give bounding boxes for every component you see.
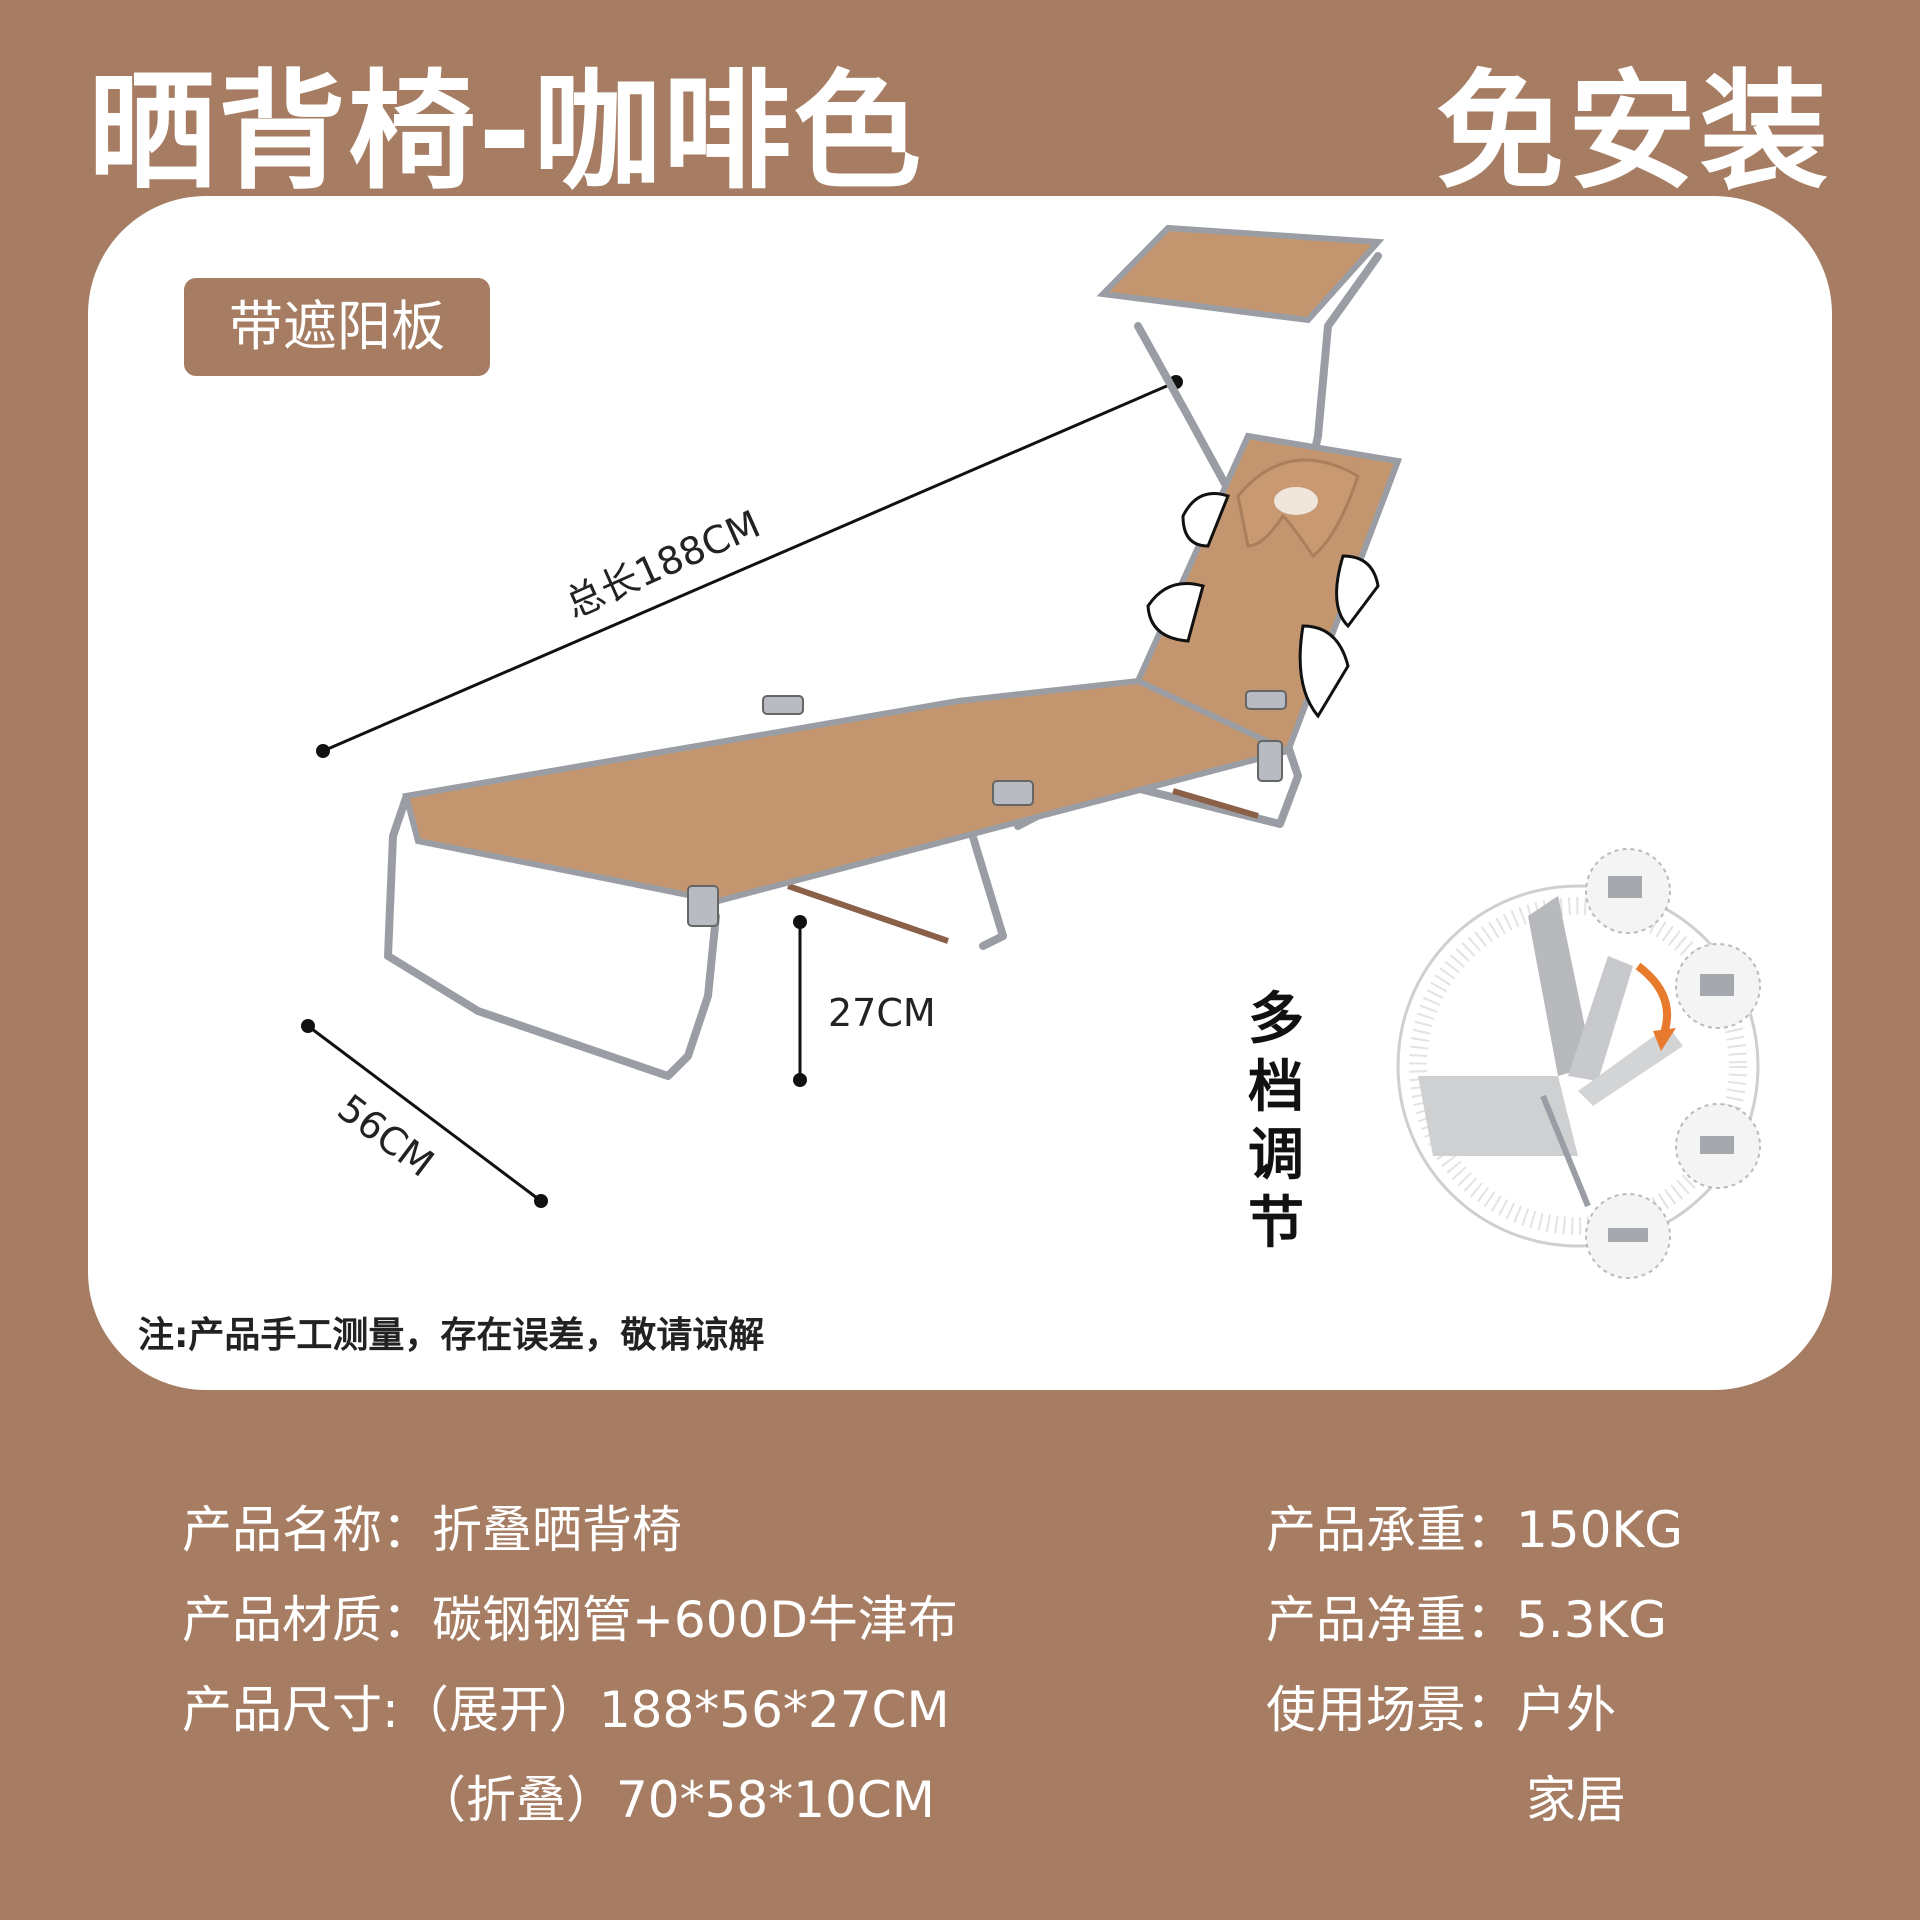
spec-load: 产品承重：150KG bbox=[1266, 1490, 1683, 1562]
spec-scene-home: 家居 bbox=[1526, 1760, 1626, 1832]
recline-diagram bbox=[1396, 848, 1761, 1279]
product-card: 带遮阳板 总长188CM 56CM 27CM bbox=[88, 196, 1832, 1390]
spec-label: 产品材质： bbox=[182, 1591, 432, 1649]
spec-value: 碳钢钢管+600D牛津布 bbox=[432, 1591, 958, 1649]
spec-value: （折叠）70*58*10CM bbox=[416, 1771, 935, 1829]
measurement-note: 注:产品手工测量，存在误差，敬请谅解 bbox=[138, 1315, 765, 1356]
chair-illustration: 总长188CM 56CM 27CM bbox=[301, 224, 1761, 1279]
spec-value: 户外 bbox=[1516, 1681, 1616, 1739]
spec-label: 使用场景： bbox=[1266, 1681, 1516, 1739]
spec-value: 5.3KG bbox=[1516, 1591, 1668, 1649]
sunshade-canopy bbox=[1096, 224, 1385, 324]
spec-material: 产品材质：碳钢钢管+600D牛津布 bbox=[182, 1580, 958, 1652]
spec-value: 折叠晒背椅 bbox=[432, 1501, 682, 1559]
spec-value: 家居 bbox=[1526, 1771, 1626, 1829]
width-label: 56CM bbox=[330, 1086, 442, 1186]
sunshade-tag: 带遮阳板 bbox=[184, 278, 490, 376]
spec-value: （展开）188*56*27CM bbox=[398, 1681, 950, 1739]
spec-size-folded: （折叠）70*58*10CM bbox=[416, 1760, 935, 1832]
spec-label: 产品净重： bbox=[1266, 1591, 1516, 1649]
spec-scene: 使用场景：户外 bbox=[1266, 1670, 1616, 1742]
spec-value: 150KG bbox=[1516, 1501, 1683, 1559]
spec-label: 产品名称： bbox=[182, 1501, 432, 1559]
multi-position-label: 多档调节 bbox=[1248, 987, 1304, 1256]
spec-size-open: 产品尺寸:（展开）188*56*27CM bbox=[182, 1670, 950, 1742]
length-label: 总长188CM bbox=[559, 502, 767, 627]
page-title: 晒背椅-咖啡色 bbox=[88, 58, 924, 207]
no-install-badge: 免安装 bbox=[1435, 58, 1832, 207]
spec-name: 产品名称：折叠晒背椅 bbox=[182, 1490, 682, 1562]
spec-weight: 产品净重：5.3KG bbox=[1266, 1580, 1667, 1652]
height-dimension: 27CM bbox=[793, 915, 936, 1087]
spec-label: 产品承重： bbox=[1266, 1501, 1516, 1559]
width-dimension: 56CM bbox=[301, 1019, 548, 1208]
spec-label: 产品尺寸: bbox=[182, 1681, 399, 1739]
height-label: 27CM bbox=[828, 991, 936, 1035]
